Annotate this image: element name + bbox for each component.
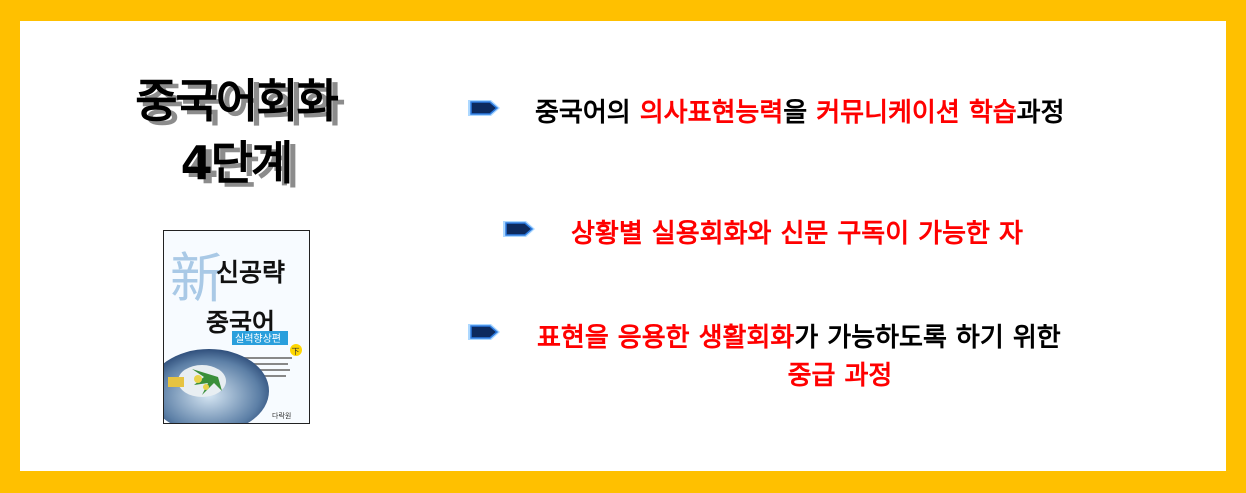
- book-publisher: 다락원: [272, 411, 291, 420]
- course-title-line2: 4단계: [180, 136, 294, 190]
- book-subtitle: 실력향상편: [235, 333, 281, 345]
- bullet-2-seg-1: 상황별 실용회화와 신문 구독이 가능한 자: [571, 219, 1023, 249]
- book-hanja: 新: [170, 247, 224, 310]
- arrow-bullet-icon: [503, 221, 535, 237]
- course-title: 중국어회화 4단계: [86, 70, 386, 194]
- course-title-line1: 중국어회화: [135, 74, 339, 128]
- bullet-1-seg-4: 커뮤니케이션 학습: [816, 98, 1017, 128]
- bullet-3-text: 표현을 응용한 생활회화가 가능하도록 하기 위한: [537, 317, 1061, 354]
- book-title-line1: 신공략: [216, 258, 285, 287]
- bullet-3-seg-2: 가 가능하도록 하기 위한: [794, 323, 1061, 353]
- bullet-1-text: 중국어의 의사표현능력을 커뮤니케이션 학습과정: [535, 92, 1065, 129]
- bullet-3-line2: 중급 과정: [787, 361, 893, 391]
- bullet-1-seg-3: 을: [783, 98, 817, 128]
- bullet-1-seg-5: 과정: [1016, 98, 1065, 128]
- arrow-bullet-icon: [468, 324, 500, 340]
- bullet-1-seg-1: 중국어의: [535, 98, 640, 128]
- bullet-3-seg-1: 표현을 응용한 생활회화: [537, 323, 795, 353]
- arrow-bullet-icon: [468, 100, 500, 116]
- textbook-cover-image: 新 신공략 중국어 실력향상편 下 다락원: [163, 230, 310, 424]
- bullet-2-text: 상황별 실용회화와 신문 구독이 가능한 자: [571, 213, 1023, 250]
- book-volume: 下: [292, 347, 300, 356]
- bullet-1-seg-2: 의사표현능력: [639, 98, 784, 128]
